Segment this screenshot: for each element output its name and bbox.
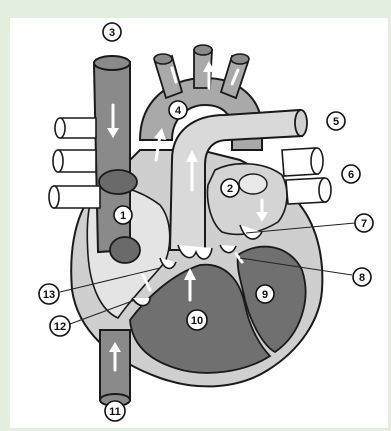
label-11: 11: [105, 401, 125, 421]
vena-cava-top: [94, 56, 130, 70]
svg-text:2: 2: [227, 183, 233, 195]
svg-text:13: 13: [43, 289, 55, 301]
svg-text:1: 1: [120, 210, 126, 222]
svg-text:8: 8: [359, 272, 365, 284]
label-3: 3: [103, 23, 121, 41]
left-vessels: [49, 118, 100, 208]
label-1: 1: [114, 206, 132, 224]
label-5: 5: [327, 112, 345, 130]
svg-text:9: 9: [262, 289, 268, 301]
label-2: 2: [221, 179, 239, 197]
svg-text:7: 7: [361, 218, 367, 230]
svg-text:3: 3: [109, 27, 115, 39]
pulmonary-artery-end: [295, 110, 307, 136]
vena-cava-opening: [99, 170, 137, 194]
label-10: 10: [187, 310, 207, 330]
label-7: 7: [355, 214, 373, 232]
label-4: 4: [169, 101, 187, 119]
coronary-sinus: [110, 237, 140, 263]
svg-text:6: 6: [348, 169, 354, 181]
svg-text:4: 4: [175, 105, 182, 117]
left-atrium-opening: [239, 174, 267, 194]
label-9: 9: [256, 285, 274, 303]
label-8: 8: [353, 268, 371, 286]
svg-text:11: 11: [109, 406, 121, 418]
label-6: 6: [342, 165, 360, 183]
svg-text:5: 5: [333, 116, 339, 128]
label-13: 13: [39, 284, 59, 304]
svg-text:12: 12: [54, 321, 66, 333]
label-12: 12: [50, 316, 70, 336]
svg-text:10: 10: [191, 315, 203, 327]
right-vessels: [282, 148, 331, 204]
